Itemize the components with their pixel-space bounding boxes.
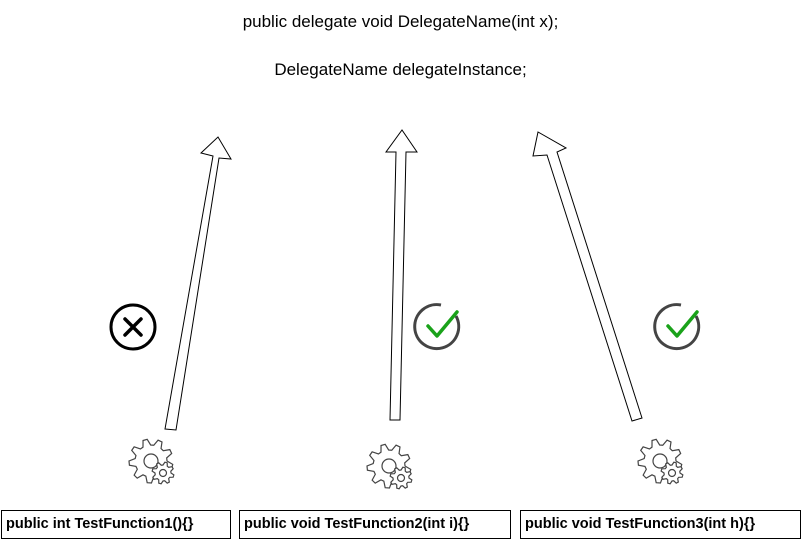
- check-circle-icon: [653, 303, 701, 351]
- delegate-declaration: public delegate void DelegateName(int x)…: [242, 12, 559, 31]
- x-circle-icon: [109, 303, 157, 351]
- function3-box: public void TestFunction3(int h){}: [520, 510, 801, 539]
- function1-box: public int TestFunction1(){}: [1, 510, 231, 539]
- gear-icon: [128, 438, 175, 485]
- arrow-function3-to-delegate: [532, 131, 643, 422]
- diagram-canvas: [109, 129, 701, 490]
- delegate-instance: DelegateName delegateInstance;: [274, 60, 527, 79]
- check-circle-icon: [413, 303, 461, 351]
- arrow-function1-to-delegate: [164, 136, 232, 431]
- gear-icon: [366, 443, 413, 490]
- function2-box: public void TestFunction2(int i){}: [239, 510, 511, 539]
- arrow-function2-to-delegate: [385, 129, 418, 421]
- gear-icon: [637, 438, 684, 485]
